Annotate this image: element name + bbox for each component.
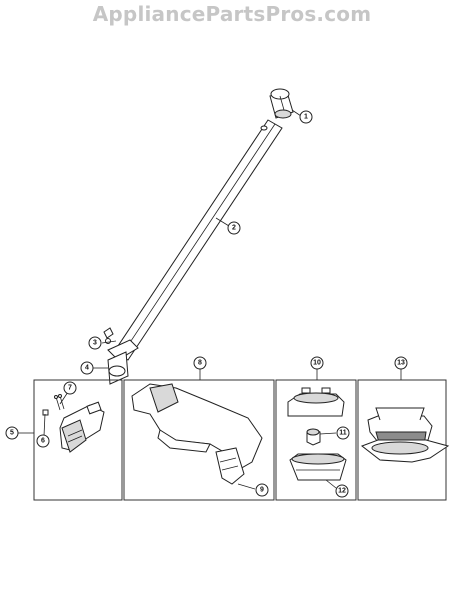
callout-label: 12 xyxy=(338,488,346,495)
callout-label: 3 xyxy=(93,340,97,347)
callout-label: 10 xyxy=(313,360,321,367)
box-part-13 xyxy=(357,379,447,501)
callout-5: 5 xyxy=(5,426,19,440)
callout-label: 4 xyxy=(85,365,89,372)
lower-tube-end xyxy=(107,351,129,385)
callout-label: 2 xyxy=(232,225,236,232)
bump-knob xyxy=(306,428,321,446)
callout-7: 7 xyxy=(63,381,77,395)
spool-cap xyxy=(287,387,345,417)
box-part-5 xyxy=(33,379,123,501)
bolts-part-7 xyxy=(54,394,65,411)
callout-10: 10 xyxy=(310,356,324,370)
callout-label: 1 xyxy=(304,114,308,121)
callout-label: 7 xyxy=(68,385,72,392)
spool-housing xyxy=(289,453,347,481)
top-coupler xyxy=(269,88,294,119)
trimmer-head xyxy=(360,407,450,463)
box-part-8 xyxy=(123,379,275,501)
nut-part-6 xyxy=(42,409,49,416)
gearbox-assembly xyxy=(59,401,105,453)
callout-label: 9 xyxy=(260,487,264,494)
watermark: AppliancePartsPros.com xyxy=(92,2,372,26)
callout-label: 5 xyxy=(10,430,14,437)
shaft-tube xyxy=(113,119,283,361)
callout-2: 2 xyxy=(227,221,241,235)
callout-12: 12 xyxy=(335,484,349,498)
callout-4: 4 xyxy=(80,361,94,375)
callout-label: 13 xyxy=(397,360,405,367)
callout-1: 1 xyxy=(299,110,313,124)
box-part-10 xyxy=(275,379,357,501)
callout-9: 9 xyxy=(255,483,269,497)
callout-label: 8 xyxy=(198,360,202,367)
callout-11: 11 xyxy=(336,426,350,440)
guard-shield xyxy=(131,383,263,485)
callout-13: 13 xyxy=(394,356,408,370)
clamp-bracket xyxy=(103,327,139,361)
callout-3: 3 xyxy=(88,336,102,350)
callout-6: 6 xyxy=(36,434,50,448)
callout-8: 8 xyxy=(193,356,207,370)
callout-label: 6 xyxy=(41,438,45,445)
leader-lines xyxy=(18,109,402,490)
callout-label: 11 xyxy=(339,430,347,437)
